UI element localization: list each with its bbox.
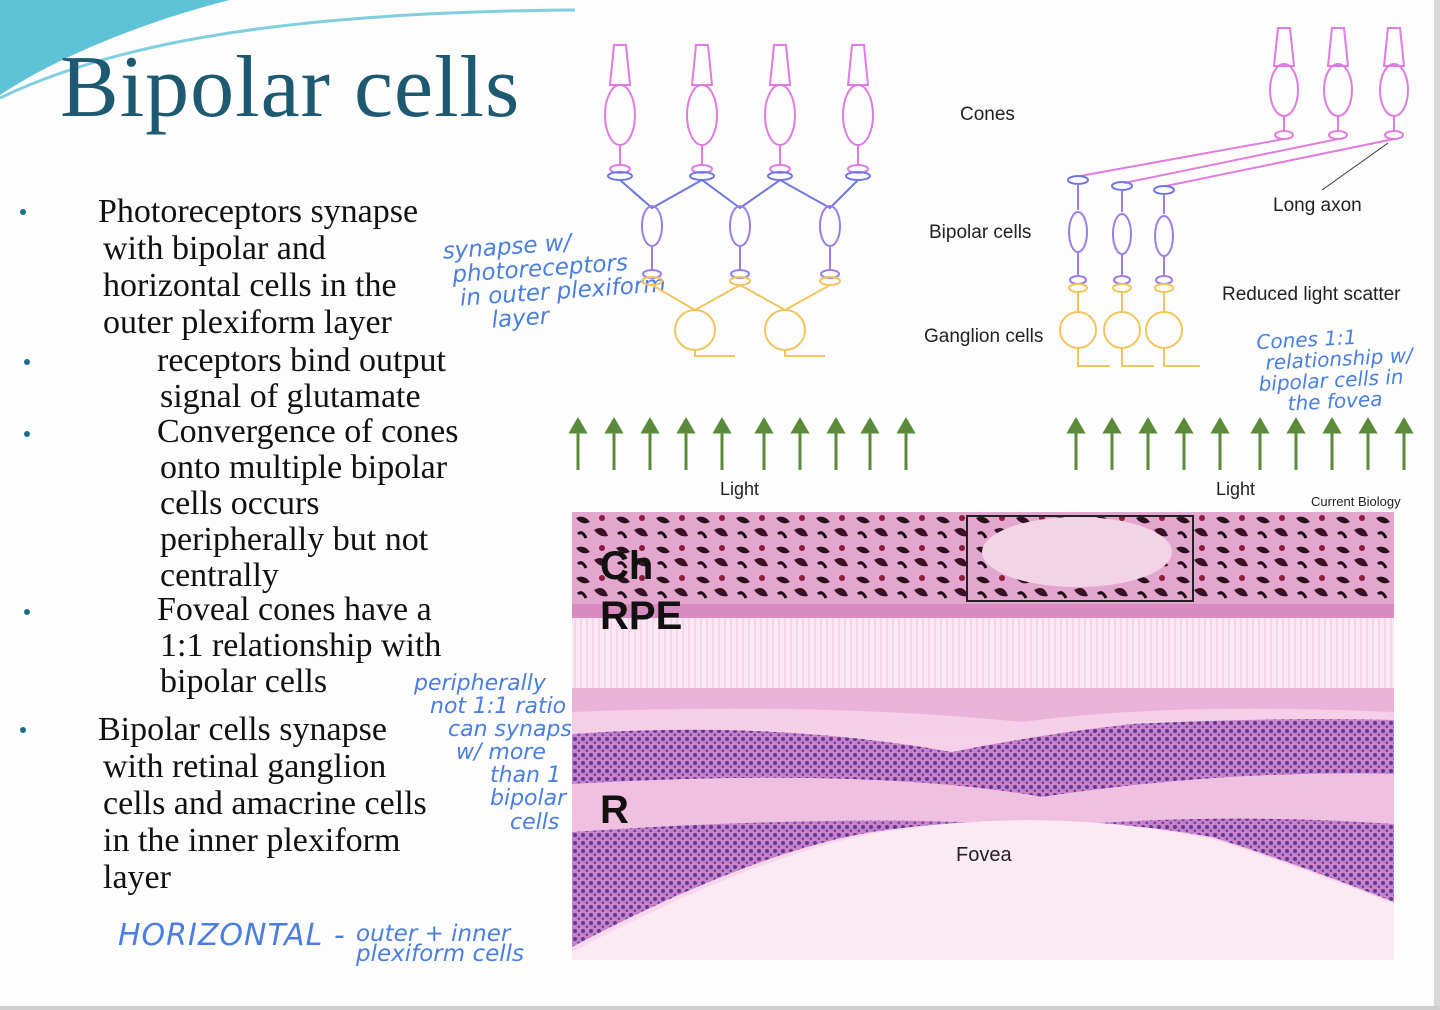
- handwritten-note-horizontal: HORIZONTAL -: [118, 918, 346, 953]
- bullet-1: Photoreceptors synapse with bipolar and …: [98, 193, 419, 341]
- handwritten-note-peripheral: peripherally not 1:1 ratio can synapse w…: [414, 671, 586, 835]
- cone-cells-right: [1079, 27, 1409, 187]
- label-fovea: Fovea: [956, 844, 1012, 866]
- label-ch: Ch: [600, 544, 654, 588]
- label-cones: Cones: [960, 104, 1015, 125]
- figure-credit: Current Biology: [1311, 494, 1401, 509]
- slide-title: Bipolar cells: [60, 39, 521, 136]
- slide-bottom-border: [0, 1006, 1440, 1010]
- cone-cells-left: [604, 44, 874, 174]
- label-reduced-light-scatter: Reduced light scatter: [1222, 284, 1401, 305]
- retina-convergence-diagram: [568, 27, 1414, 470]
- bullet-dot: [24, 431, 30, 437]
- bullet-3: Convergence of cones onto multiple bipol…: [157, 413, 459, 594]
- left-diagram: [604, 44, 874, 357]
- bipolar-dendrites-left: [607, 171, 871, 210]
- label-light-left: Light: [720, 479, 760, 499]
- bipolar-cells-right: [1068, 184, 1174, 285]
- label-r: R: [600, 788, 629, 832]
- bullet-dot: [24, 609, 30, 615]
- slide-right-border: [1434, 0, 1440, 1010]
- bullet-dot: [20, 209, 26, 215]
- label-light-right: Light: [1216, 479, 1256, 499]
- label-long-axon: Long axon: [1273, 195, 1362, 216]
- handwritten-note-horizontal-detail: outer + inner plexiform cells: [356, 921, 525, 968]
- retina-histology-image: [572, 512, 1394, 960]
- bipolar-cells-left: [641, 205, 841, 279]
- long-axon-pointer: [1321, 142, 1389, 191]
- bullet-5: Bipolar cells synapse with retinal gangl…: [98, 711, 427, 896]
- light-arrows-right: [1066, 417, 1414, 470]
- handwritten-note-fovea: Cones 1:1 relationship w/ bipolar cells …: [1255, 324, 1414, 416]
- bullet-2: receptors bind output signal of glutamat…: [157, 342, 446, 415]
- ganglion-cells-right: [1059, 283, 1200, 367]
- bullet-dot: [20, 727, 26, 733]
- label-ganglion-cells: Ganglion cells: [924, 326, 1044, 347]
- bullet-4: Foveal cones have a 1:1 relationship wit…: [157, 591, 442, 700]
- bullet-dot: [24, 359, 30, 365]
- label-bipolar-cells: Bipolar cells: [929, 222, 1032, 243]
- label-rpe: RPE: [600, 594, 683, 638]
- ganglion-cells-left: [641, 276, 841, 357]
- header-swoosh: [0, 0, 576, 100]
- light-arrows-left: [568, 417, 916, 470]
- right-diagram: [1059, 27, 1409, 367]
- light-arrows: [568, 417, 1414, 470]
